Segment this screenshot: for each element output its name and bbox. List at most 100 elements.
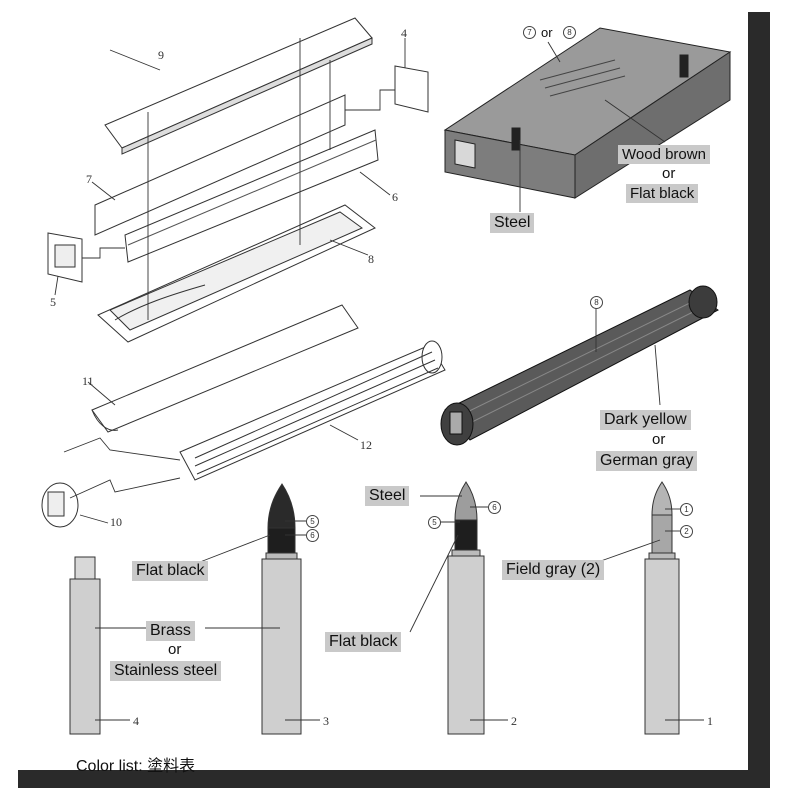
tube-cap-end (421, 340, 443, 374)
part-number-12: 12 (360, 438, 372, 452)
tube-color-2: German gray (596, 451, 698, 471)
crate-lid-edge (121, 37, 373, 155)
leader-7 (91, 181, 116, 201)
leader-field-gray (597, 539, 661, 563)
leader-6 (359, 171, 391, 196)
frame-shadow-right (748, 12, 770, 787)
tube-front-window (449, 411, 463, 435)
projectile-1-body (651, 514, 673, 554)
guide-line (82, 247, 125, 259)
tube-half-part (91, 304, 359, 433)
leader-8 (329, 239, 369, 256)
crate-latch (679, 54, 689, 78)
leader-wood (604, 99, 666, 143)
crate-ref-a: 7 (523, 26, 536, 39)
crate-color-2: Flat black (626, 184, 699, 203)
crate-side-part (94, 94, 346, 236)
projectile-3-tip (267, 483, 296, 529)
leader-flat-black-2 (409, 534, 459, 633)
shell2-ref-a: 6 (488, 501, 501, 514)
leader-5 (54, 275, 59, 296)
part-number-7: 7 (86, 172, 92, 186)
leader-tube-color (654, 344, 661, 406)
casing-2 (447, 555, 485, 735)
crate-end-part-right (394, 65, 429, 113)
crate-color-1: Wood brown (618, 145, 710, 164)
projectile-1-band (648, 552, 676, 560)
part-number-8: 8 (368, 252, 374, 266)
leader-10 (79, 514, 109, 524)
tube-half-curve (91, 409, 119, 431)
leader-11 (87, 381, 116, 406)
tube-rib (196, 367, 439, 475)
shell-number-4: 4 (133, 714, 139, 728)
shell-number-3: 3 (323, 714, 329, 728)
leader-crate-ref (547, 41, 561, 63)
crate-front-face (444, 129, 576, 199)
tube-cap (688, 285, 718, 319)
crate-stencil (539, 59, 616, 81)
guide-line (63, 437, 181, 461)
tube-end-window (47, 491, 65, 517)
color-list-label-cn: 塗料表 (147, 758, 196, 775)
stainless-label: Stainless steel (110, 661, 222, 681)
tube-rib (194, 351, 433, 459)
crate-rail-part (124, 129, 379, 263)
projectile-1-tip (651, 481, 673, 516)
steel-tip-label: Steel (365, 486, 410, 506)
leader-12 (329, 424, 359, 441)
shell1-ref-b: 2 (680, 525, 693, 538)
frame-shadow-bottom (18, 770, 770, 788)
casing-neck (74, 556, 96, 580)
crate-end-window (454, 139, 476, 169)
tube-body-part (179, 344, 446, 481)
projectile-2-band (451, 549, 481, 557)
shell3-ref-a: 5 (306, 515, 319, 528)
casing-4 (69, 578, 101, 735)
color-list-label: Color list: (76, 758, 143, 775)
tube-rib (459, 304, 708, 429)
tube-color-or: or (652, 431, 666, 448)
end-window (54, 244, 76, 268)
projectile-2-body (454, 519, 478, 551)
color-list-caption: Color list: 塗料表 (76, 752, 195, 776)
shell-number-1: 1 (707, 714, 713, 728)
leader-9 (109, 49, 161, 71)
part-number-11: 11 (82, 374, 94, 388)
casing-3 (261, 558, 302, 735)
part-number-10: 10 (110, 515, 122, 529)
field-gray-label: Field gray (2) (502, 560, 605, 580)
crate-stencil (544, 67, 621, 89)
projectile-2-tip (454, 481, 478, 521)
shell2-ref-b: 5 (428, 516, 441, 529)
rail-line (127, 139, 377, 246)
guide-line (345, 89, 395, 111)
shell3-ref-b: 6 (306, 529, 319, 542)
crate-fitting-label: Steel (490, 213, 535, 233)
crate-color-or: or (662, 165, 676, 182)
flat-black-label-3: Flat black (132, 561, 209, 581)
part-number-4: 4 (401, 26, 407, 40)
casing-1 (644, 558, 680, 735)
crate-ref-or: or (541, 25, 553, 40)
part-number-5: 5 (50, 295, 56, 309)
tube-rib (454, 297, 701, 419)
flat-black-label-2: Flat black (325, 632, 402, 652)
tube-color-1: Dark yellow (600, 410, 691, 430)
guide-line (69, 477, 181, 499)
brass-label: Brass (146, 621, 195, 641)
projectile-3-body (267, 527, 296, 554)
part-number-6: 6 (392, 190, 398, 204)
leader-flat-black-3 (199, 534, 271, 563)
crate-stencil (549, 75, 626, 97)
projectile-3-band (265, 552, 298, 560)
tube-ref: 8 (590, 296, 603, 309)
crate-latch (511, 127, 521, 151)
shell1-ref-a: 1 (680, 503, 693, 516)
crate-bottom-inner (109, 211, 363, 331)
tube-rib (194, 359, 436, 467)
part-number-9: 9 (158, 48, 164, 62)
shell-number-2: 2 (511, 714, 517, 728)
